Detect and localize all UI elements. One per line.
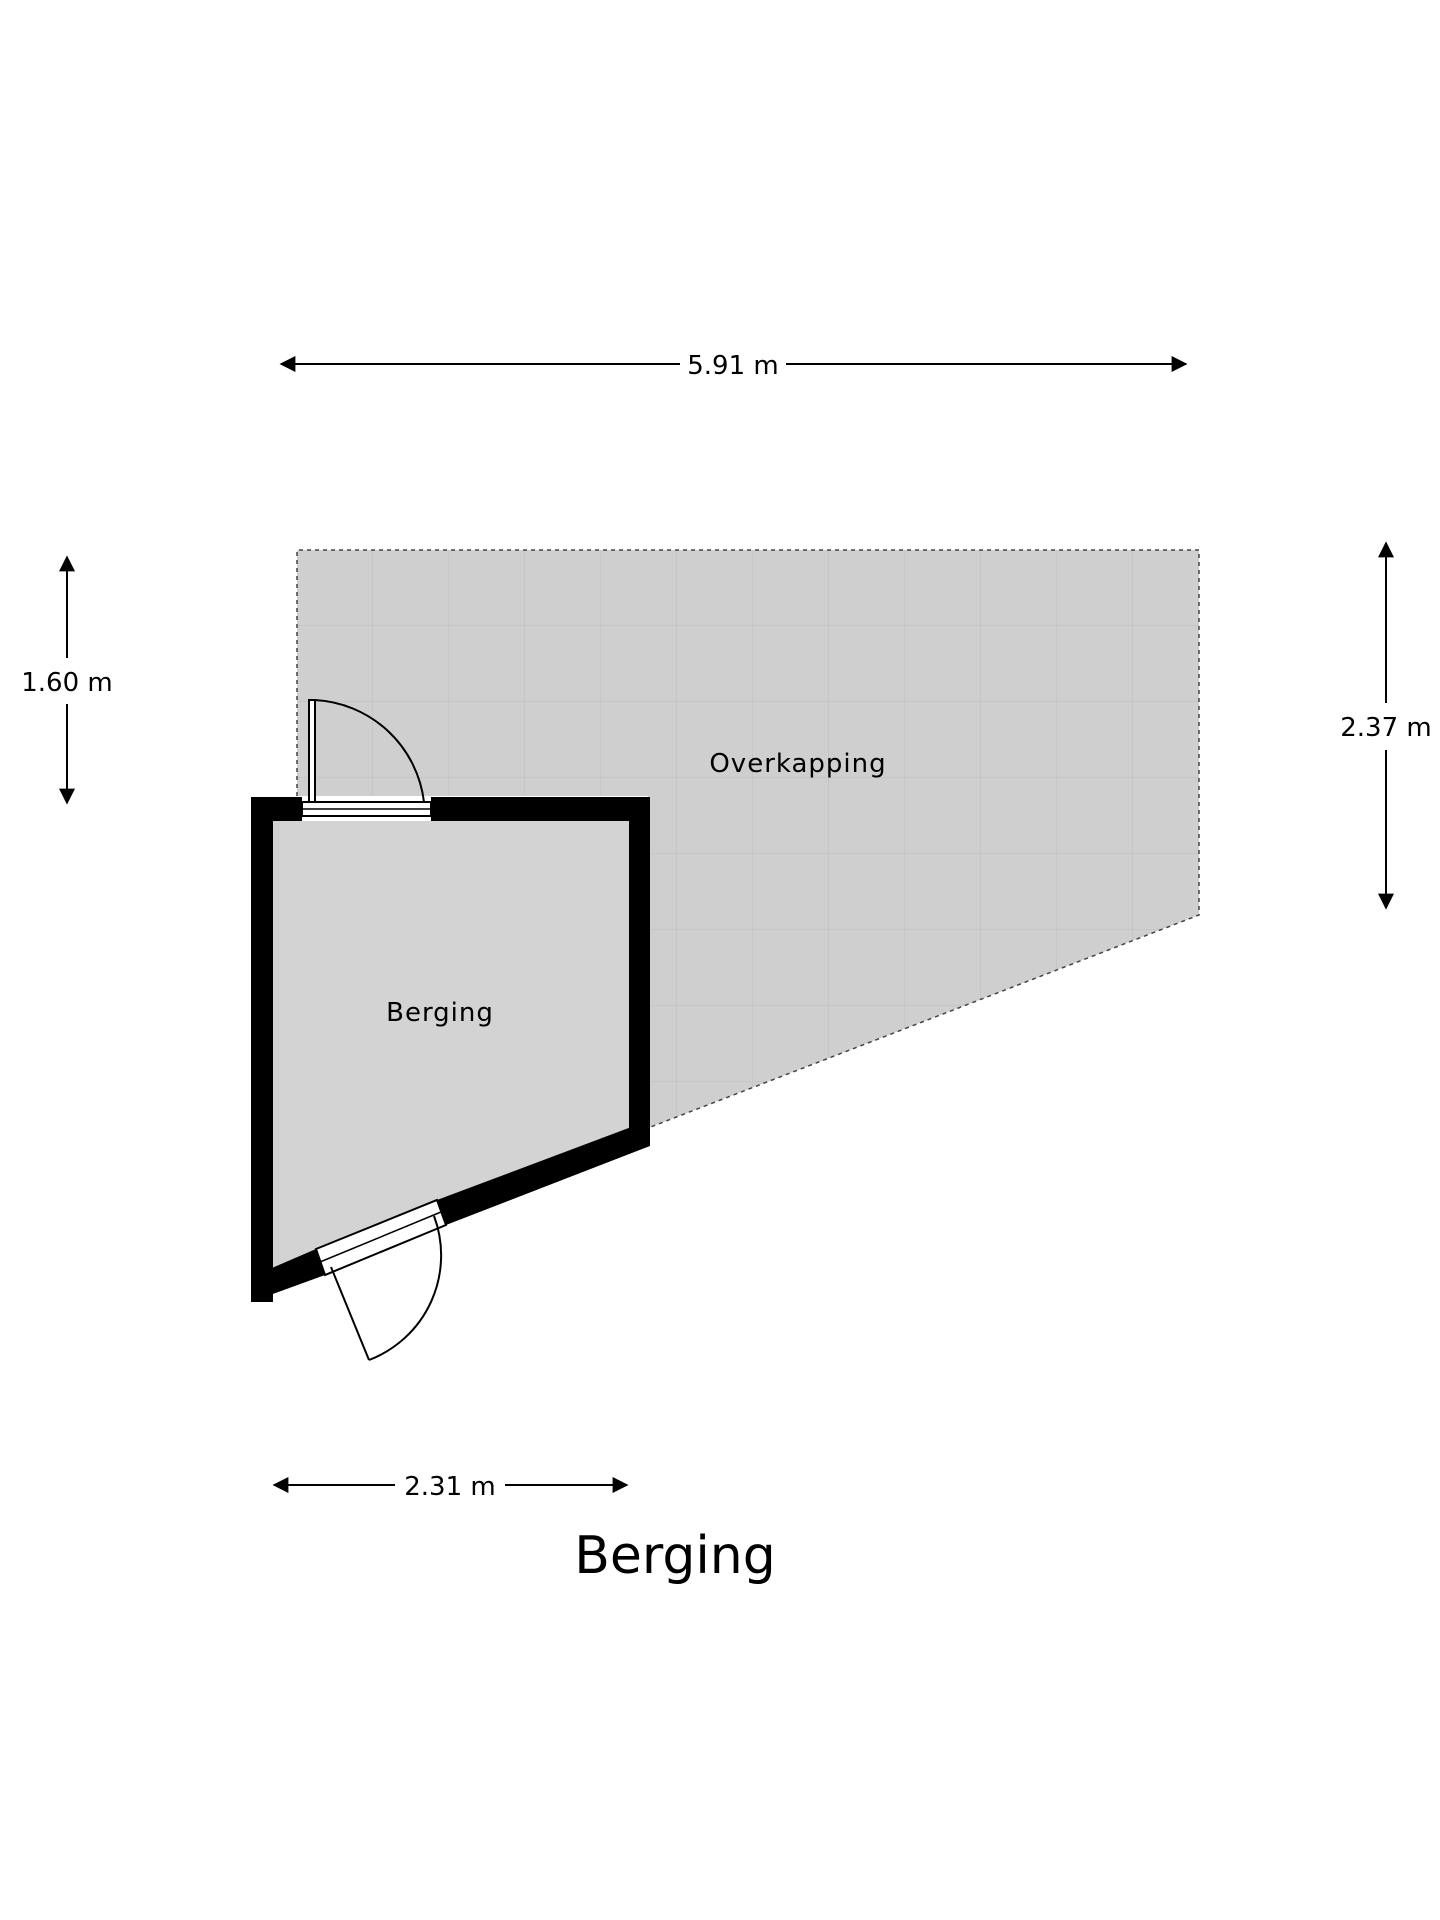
dimension-left-height: 1.60 m [21,555,113,805]
dimension-right-height: 2.37 m [1340,541,1432,910]
bottom-door [314,1198,448,1361]
dimension-right-height-label: 2.37 m [1340,713,1431,743]
canopy-area [297,550,1199,1128]
dimension-top-width-label: 5.91 m [687,351,778,381]
dimension-bottom-width: 2.31 m [272,1472,629,1502]
top-door [301,699,432,817]
floor-title: Berging [574,1526,776,1586]
dimension-left-height-label: 1.60 m [21,668,112,698]
room-label-berging: Berging [386,998,494,1028]
room-label-overkapping: Overkapping [709,749,886,779]
berging-walls [251,797,650,1302]
dimension-bottom-width-label: 2.31 m [404,1472,495,1502]
dimension-top-width: 5.91 m [279,351,1188,381]
canopy-outline [296,549,1200,1129]
